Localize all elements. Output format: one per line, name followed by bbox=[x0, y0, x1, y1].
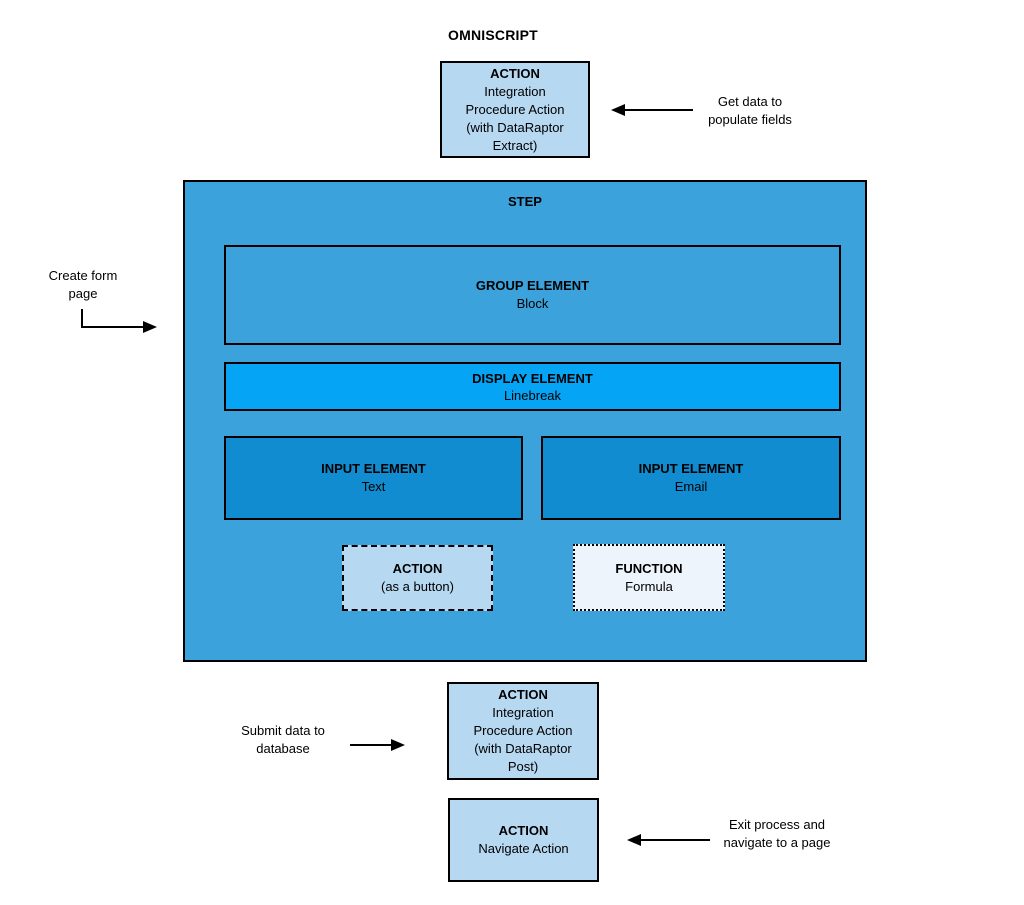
action-post-box: ACTION Integration Procedure Action (wit… bbox=[447, 682, 599, 780]
function-formula-subtitle: Formula bbox=[625, 578, 673, 594]
step-label: STEP bbox=[508, 194, 542, 209]
get-data-annotation: Get data to populate fields bbox=[708, 94, 792, 127]
action-navigate-box: ACTION Navigate Action bbox=[448, 798, 599, 882]
action-button-title: ACTION bbox=[392, 561, 443, 576]
action-post-title: ACTION bbox=[498, 687, 548, 702]
function-formula-title: FUNCTION bbox=[615, 560, 683, 576]
action-extract-subtitle: Integration Procedure Action (with DataR… bbox=[465, 83, 565, 153]
exit-annotation: Exit process and navigate to a page bbox=[723, 817, 831, 850]
input-element-email-subtitle: Email bbox=[674, 479, 708, 494]
display-element-subtitle: Linebreak bbox=[503, 387, 562, 403]
function-formula-box: FUNCTION Formula bbox=[573, 544, 725, 611]
submit-data-arrow-line bbox=[350, 744, 393, 746]
create-form-annotation: Create form page bbox=[48, 268, 118, 301]
action-extract-title: ACTION bbox=[490, 65, 540, 81]
group-element-title: GROUP ELEMENT bbox=[475, 278, 590, 293]
input-element-text-subtitle: Text bbox=[361, 479, 386, 494]
action-extract-box: ACTION Integration Procedure Action (wit… bbox=[440, 61, 590, 158]
action-button-subtitle: (as a button) bbox=[381, 579, 454, 594]
action-navigate-title: ACTION bbox=[498, 823, 549, 838]
exit-arrowhead-icon bbox=[627, 834, 641, 846]
diagram-title: OMNISCRIPT bbox=[448, 27, 538, 43]
action-navigate-subtitle: Navigate Action bbox=[478, 841, 569, 856]
get-data-arrow-line bbox=[622, 109, 693, 111]
display-element-title: DISPLAY ELEMENT bbox=[472, 370, 593, 386]
action-post-subtitle: Integration Procedure Action (with DataR… bbox=[473, 705, 573, 774]
get-data-arrowhead-icon bbox=[611, 104, 625, 116]
submit-data-arrowhead-icon bbox=[391, 739, 405, 751]
create-form-arrow-hline bbox=[81, 326, 144, 328]
display-element-box: DISPLAY ELEMENT Linebreak bbox=[224, 362, 841, 411]
input-element-email-box: INPUT ELEMENT Email bbox=[541, 436, 841, 520]
input-element-email-title: INPUT ELEMENT bbox=[638, 461, 744, 476]
create-form-arrowhead-icon bbox=[143, 321, 157, 333]
submit-data-annotation: Submit data to database bbox=[241, 723, 325, 756]
group-element-subtitle: Block bbox=[516, 296, 549, 311]
input-element-text-box: INPUT ELEMENT Text bbox=[224, 436, 523, 520]
input-element-text-title: INPUT ELEMENT bbox=[321, 461, 426, 476]
action-button-box: ACTION (as a button) bbox=[342, 545, 493, 611]
exit-arrow-line bbox=[639, 839, 710, 841]
group-element-box: GROUP ELEMENT Block bbox=[224, 245, 841, 345]
create-form-arrow-vline bbox=[81, 309, 83, 328]
